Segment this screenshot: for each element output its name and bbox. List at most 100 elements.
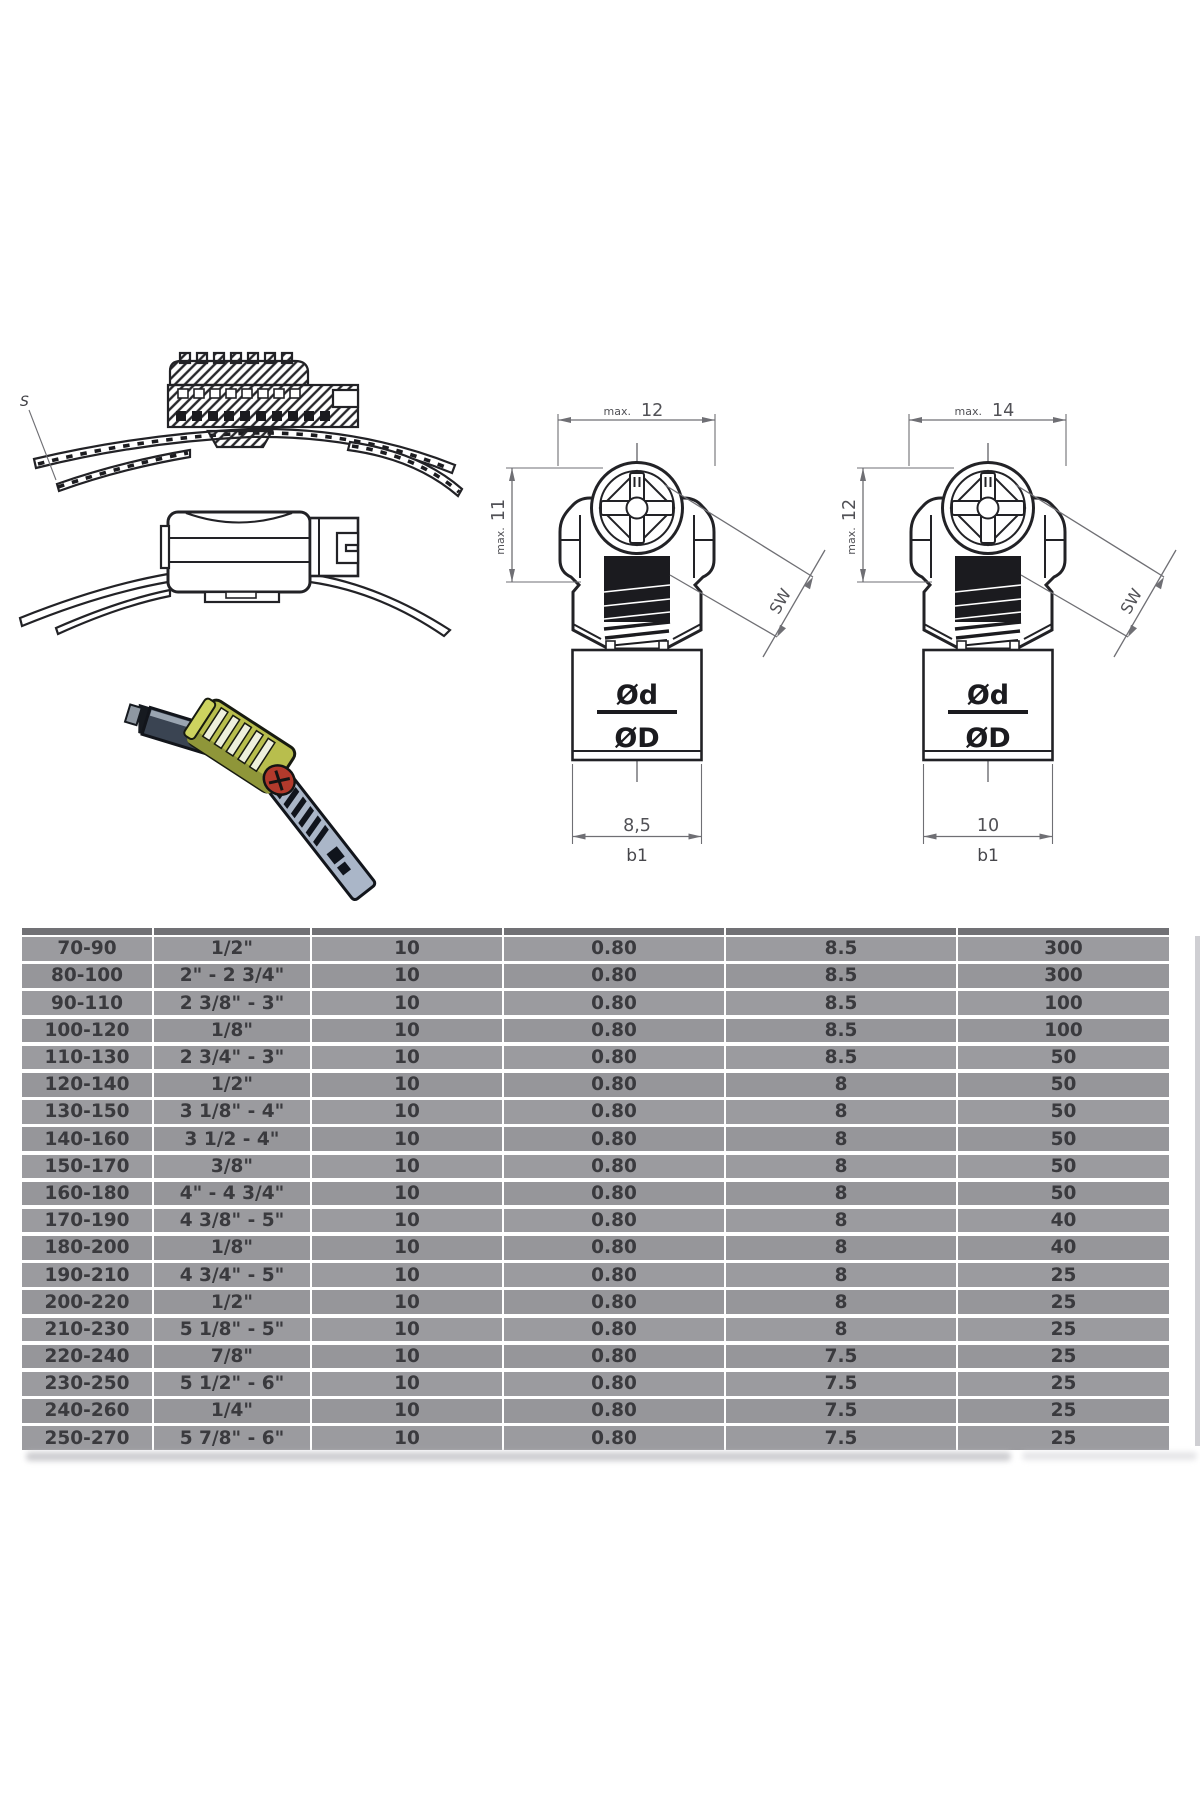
table-cell: 0.80: [504, 964, 724, 988]
table-cell: 3 1/2 - 4": [154, 1127, 310, 1151]
band-width-value: 8,5: [623, 816, 651, 836]
clamp-front-view-large: max. 14 12 max. SW Ød ØD 10 b1: [840, 401, 1178, 866]
table-cell: 10: [312, 1236, 502, 1260]
table-cell: 1/2": [154, 1072, 310, 1097]
table-cell: 1/8": [154, 1018, 310, 1043]
table-cell: 300: [958, 964, 1169, 988]
table-cell: 0.80: [504, 1100, 724, 1124]
table-top-strip-cell: [154, 928, 310, 935]
table-cell: 210-230: [22, 1317, 152, 1342]
table-cell: 100: [958, 1018, 1169, 1043]
table-cell: 10: [312, 1426, 502, 1450]
table-cell: 1/4": [154, 1399, 310, 1423]
band-width-value: 10: [977, 816, 999, 836]
table-cell: 50: [958, 1154, 1169, 1179]
table-cell: 250-270: [22, 1426, 152, 1450]
table-cell: 3 1/8" - 4": [154, 1100, 310, 1124]
table-cell: 25: [958, 1426, 1169, 1450]
table-top-strip-cell: [312, 928, 502, 935]
table-cell: 80-100: [22, 964, 152, 988]
table-cell: 8: [726, 1290, 956, 1315]
table-shadow: [26, 1452, 1011, 1461]
table-cell: 40: [958, 1236, 1169, 1260]
technical-drawings: S: [18, 351, 1178, 902]
table-cell: 10: [312, 937, 502, 961]
width-dim-prefix: max.: [604, 405, 631, 418]
table-cell: 50: [958, 1127, 1169, 1151]
table-cell: 180-200: [22, 1236, 152, 1260]
table-top-strip-cell: [22, 928, 152, 935]
table-cell: 0.80: [504, 1426, 724, 1450]
table-top-strip-cell: [726, 928, 956, 935]
height-dim-prefix: max.: [845, 527, 858, 554]
table-cell: 25: [958, 1372, 1169, 1396]
table-cell: 100: [958, 991, 1169, 1015]
inner-diameter-label: Ød: [967, 680, 1009, 711]
table-cell: 90-110: [22, 991, 152, 1015]
table-cell: 7.5: [726, 1426, 956, 1450]
table-cell: 2 3/8" - 3": [154, 991, 310, 1015]
table-cell: 0.80: [504, 1154, 724, 1179]
table-cell: 10: [312, 964, 502, 988]
table-cell: 8.5: [726, 1045, 956, 1070]
table-cell: 10: [312, 1154, 502, 1179]
table-cell: 10: [312, 1399, 502, 1423]
table-cell: 300: [958, 937, 1169, 961]
table-cell: 50: [958, 1072, 1169, 1097]
height-dim-value: 11: [489, 499, 509, 521]
table-cell: 5 7/8" - 6": [154, 1426, 310, 1450]
table-cell: 0.80: [504, 1072, 724, 1097]
table-cell: 10: [312, 1045, 502, 1070]
table-cell: 50: [958, 1045, 1169, 1070]
table-cell: 8: [726, 1181, 956, 1206]
table-cell: 25: [958, 1263, 1169, 1287]
sw-label: SW: [1117, 585, 1147, 617]
table-cell: 10: [312, 1100, 502, 1124]
table-cell: 8: [726, 1072, 956, 1097]
table-cell: 50: [958, 1181, 1169, 1206]
table-cell: 0.80: [504, 1045, 724, 1070]
clamp-cross-section-drawing: S: [20, 351, 464, 498]
table-cell: 200-220: [22, 1290, 152, 1315]
table-top-strip-cell: [504, 928, 724, 935]
table-cell: 8: [726, 1154, 956, 1179]
table-cell: 10: [312, 1072, 502, 1097]
table-cell: 0.80: [504, 1236, 724, 1260]
table-cell: 25: [958, 1317, 1169, 1342]
table-cell: 70-90: [22, 937, 152, 961]
sw-label: SW: [766, 585, 796, 617]
table-cell: 0.80: [504, 1181, 724, 1206]
table-cell: 0.80: [504, 1208, 724, 1233]
inner-diameter-label: Ød: [616, 680, 658, 711]
table-cell: 4" - 4 3/4": [154, 1181, 310, 1206]
table-cell: 0.80: [504, 1018, 724, 1043]
table-cell: 220-240: [22, 1344, 152, 1369]
table-cell: 40: [958, 1208, 1169, 1233]
table-cell: 10: [312, 1263, 502, 1287]
table-cell: 25: [958, 1344, 1169, 1369]
table-cell: 25: [958, 1399, 1169, 1423]
table-cell: 1/2": [154, 937, 310, 961]
table-cell: 10: [312, 1181, 502, 1206]
table-cell: 2" - 2 3/4": [154, 964, 310, 988]
band-width-symbol: b1: [977, 846, 999, 866]
table-cell: 10: [312, 1317, 502, 1342]
table-shadow-right: [1022, 1452, 1197, 1460]
table-cell: 8: [726, 1263, 956, 1287]
table-cell: 4 3/8" - 5": [154, 1208, 310, 1233]
table-cell: 100-120: [22, 1018, 152, 1043]
table-cell: 160-180: [22, 1181, 152, 1206]
table-cell: 7.5: [726, 1399, 956, 1423]
table-cell: 0.80: [504, 991, 724, 1015]
